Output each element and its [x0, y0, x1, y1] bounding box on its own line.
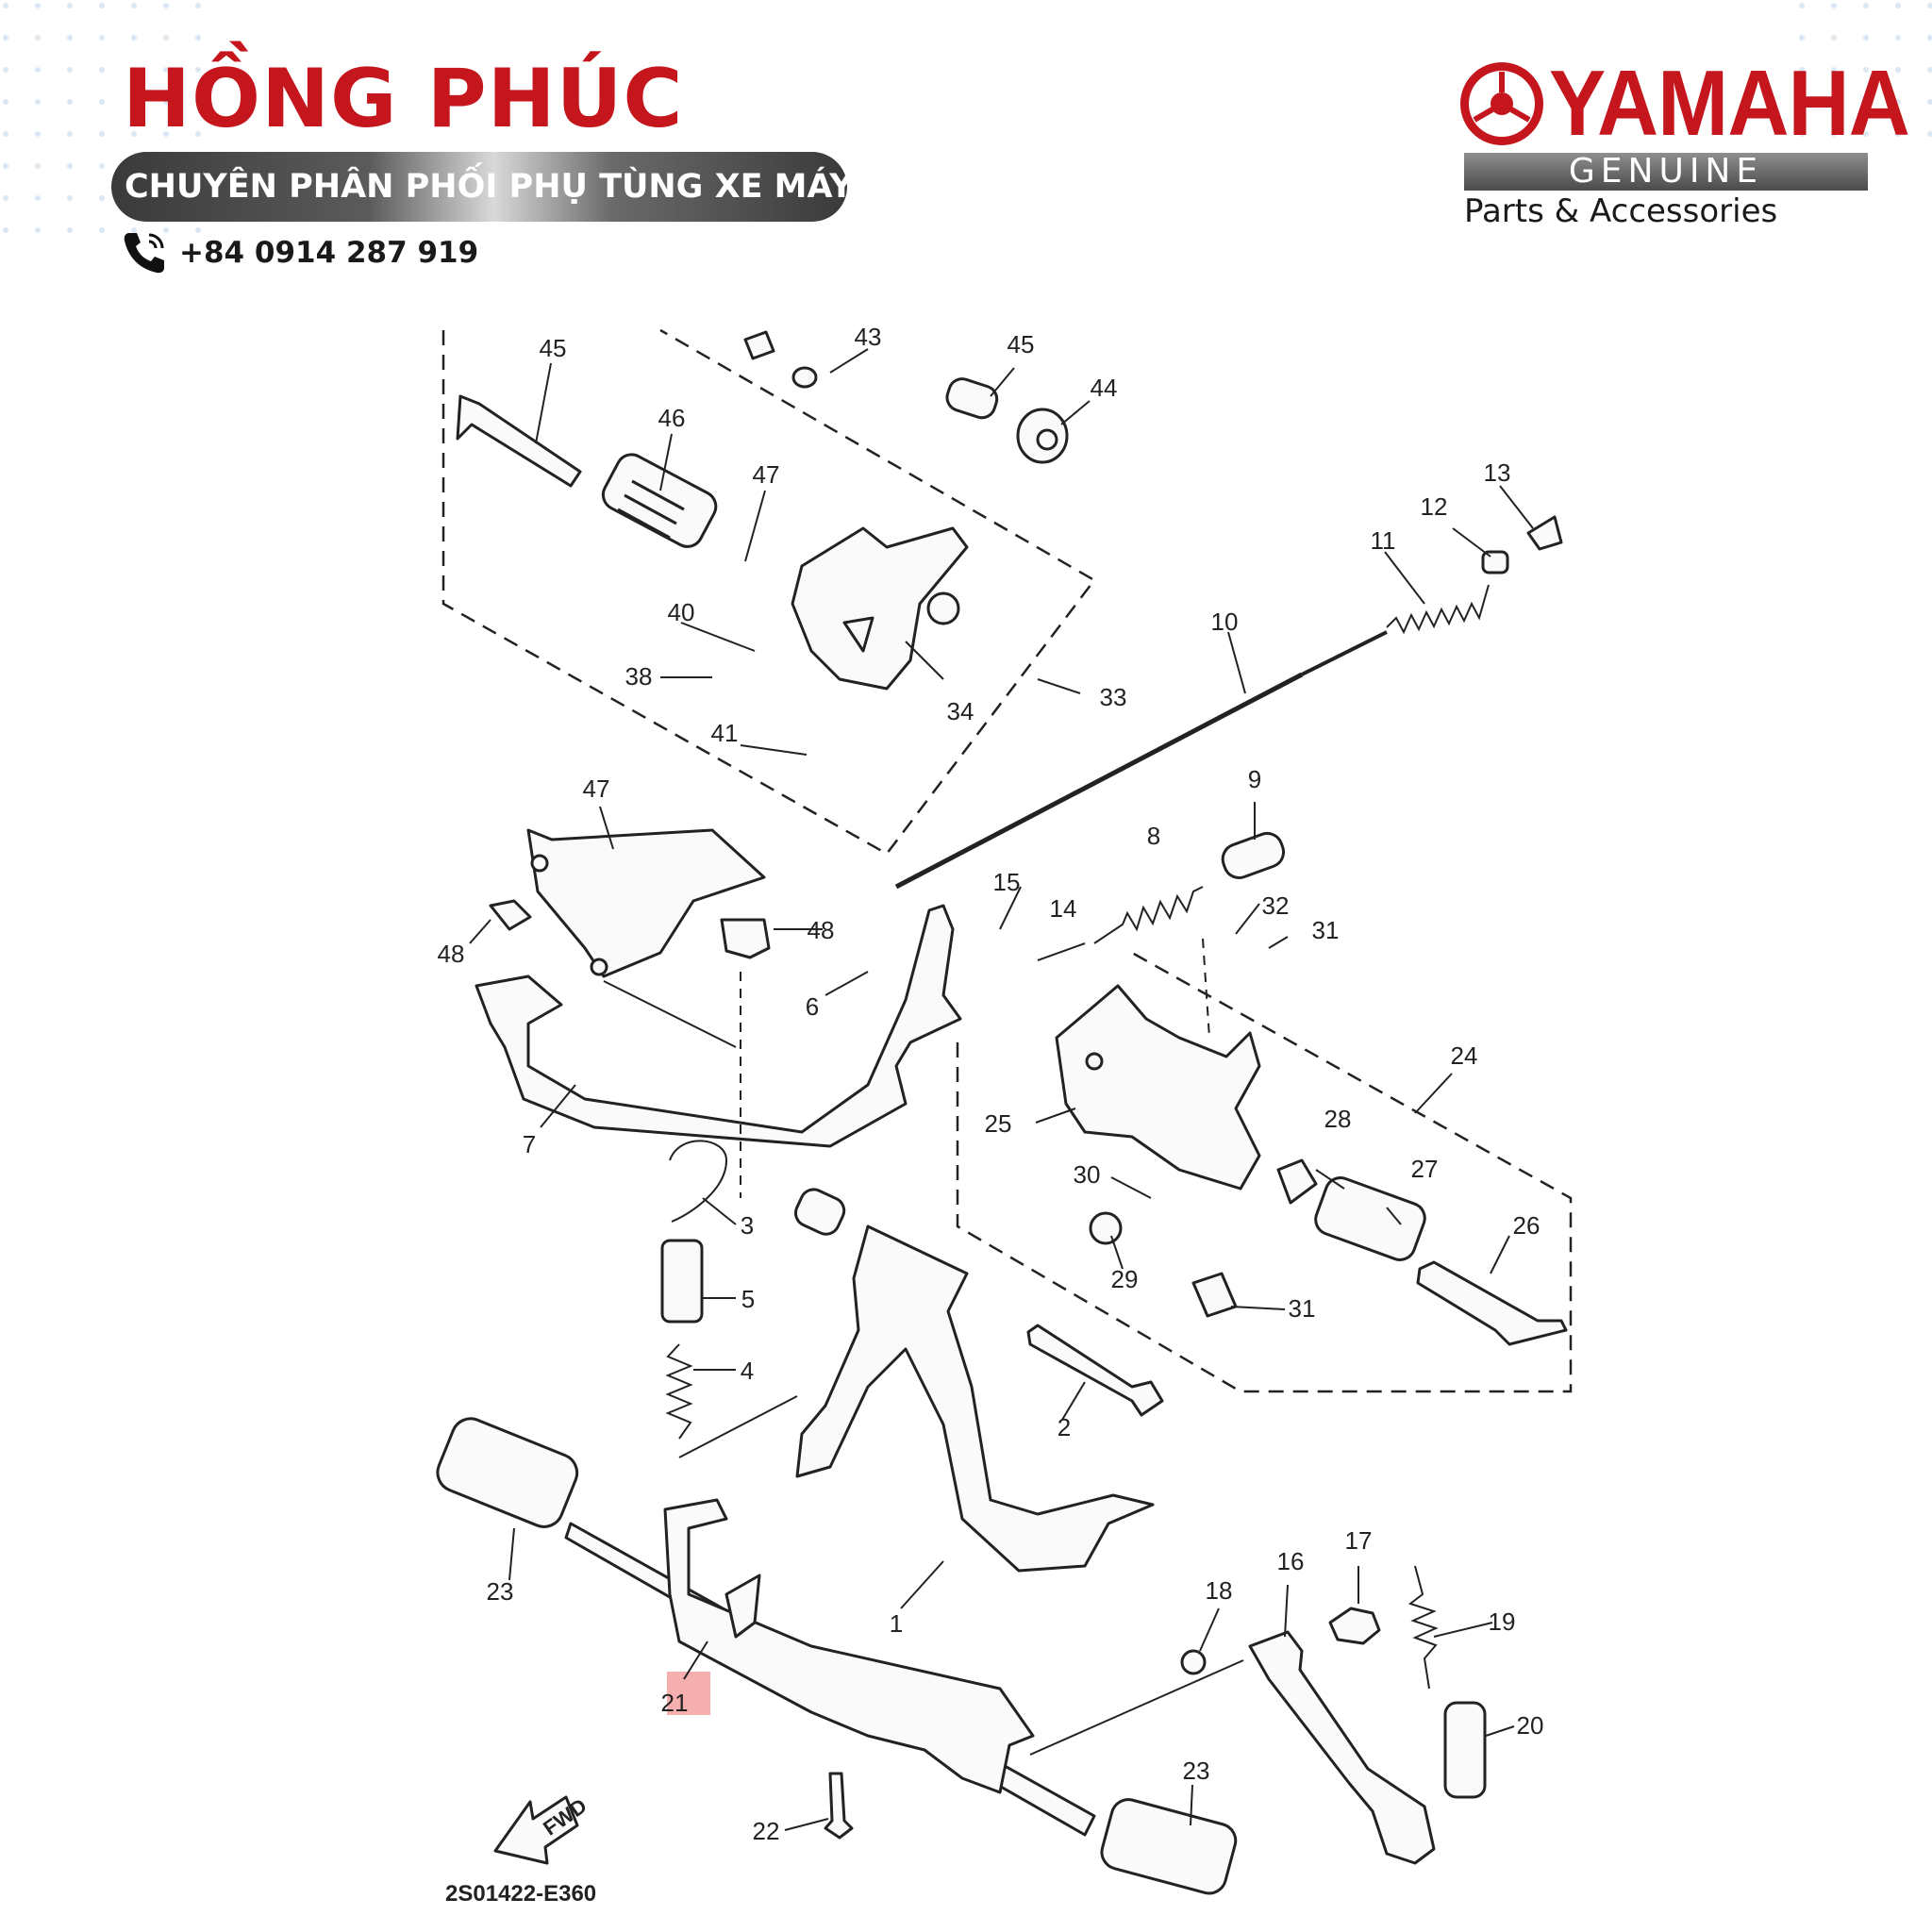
callout-22: 22	[753, 1817, 780, 1845]
callout-4: 4	[741, 1357, 754, 1385]
pin-13	[1526, 515, 1563, 551]
bolt-22	[824, 1772, 854, 1840]
footpeg-27	[1314, 1176, 1426, 1261]
diagram-code: 2S01422-E360	[445, 1881, 597, 1907]
sleeve-9	[1221, 831, 1286, 879]
callout-16: 16	[1277, 1547, 1305, 1575]
callout-46: 47	[583, 774, 610, 803]
side-stand-16	[1248, 1630, 1436, 1865]
callout-37: 46	[658, 404, 686, 432]
callout-39: 38	[625, 662, 653, 691]
callout-23-left: 23	[487, 1577, 514, 1606]
tagline-banner: CHUYÊN PHÂN PHỐI PHỤ TÙNG XE MÁY	[111, 152, 854, 222]
bolt-47	[489, 899, 532, 931]
callout-28: 28	[1324, 1105, 1352, 1133]
callout-13: 13	[1484, 458, 1511, 487]
nut-18	[1180, 1649, 1207, 1675]
callout-10: 10	[1211, 608, 1239, 636]
highlight-21	[667, 1672, 710, 1715]
callout-47: 48	[438, 940, 465, 968]
callout-19: 19	[1489, 1607, 1516, 1636]
footrest-bracket-35	[791, 526, 969, 691]
callout-33: 32	[1262, 891, 1290, 920]
callout-21: 21	[661, 1689, 689, 1717]
collar-45	[945, 377, 999, 420]
phone-contact[interactable]: +84 0914 287 919	[121, 228, 478, 277]
pin-36	[456, 394, 582, 488]
callout-29: 29	[1111, 1265, 1139, 1293]
spring-19	[1407, 1565, 1439, 1690]
callout-5: 5	[741, 1285, 755, 1313]
callout-14: 14	[1050, 894, 1077, 923]
callout-43: 43	[855, 323, 882, 351]
footpeg-23-left	[436, 1417, 579, 1528]
callout-26: 26	[1513, 1211, 1541, 1240]
genuine-bar: GENUINE	[1464, 153, 1868, 191]
callout-38: 47	[753, 460, 780, 489]
callout-45: 45	[1008, 330, 1035, 358]
callout-34: 33	[1100, 683, 1127, 711]
callout-35: 34	[947, 697, 974, 725]
footpeg-37	[601, 453, 718, 548]
callout-32: 31	[1312, 916, 1340, 944]
pin-26	[1416, 1260, 1568, 1346]
fwd-arrow	[493, 1795, 579, 1865]
callout-1: 1	[890, 1609, 903, 1638]
callout-8: 8	[1147, 822, 1160, 850]
callout-17: 17	[1345, 1526, 1373, 1555]
damper-48	[720, 918, 771, 959]
callout-2: 2	[1058, 1413, 1071, 1441]
callout-23-right: 23	[1183, 1757, 1210, 1785]
callout-11: 11	[1371, 526, 1396, 555]
callout-30: 30	[1074, 1160, 1101, 1189]
spring-8	[1093, 886, 1204, 944]
group-24-outline	[956, 951, 1573, 1393]
callout-36: 45	[540, 334, 567, 362]
parts-accessories-text: Parts & Accessories	[1464, 192, 1778, 230]
spring-4	[665, 1343, 693, 1440]
callout-40: 40	[668, 598, 695, 626]
callout-31: 31	[1289, 1294, 1316, 1323]
center-stand-1	[795, 1224, 1155, 1573]
bolt-2	[1026, 1324, 1164, 1417]
bracket-46	[526, 828, 766, 978]
callout-7: 7	[523, 1130, 536, 1158]
footpeg-23-right	[1100, 1798, 1238, 1895]
pin-29	[1089, 1211, 1123, 1245]
callout-3: 3	[741, 1211, 754, 1240]
yamaha-wordmark: YAMAHA	[1549, 51, 1910, 155]
callout-24: 24	[1451, 1041, 1478, 1070]
yamaha-tuning-fork-emblem	[1460, 62, 1543, 145]
yamaha-logo: YAMAHA GENUINE Parts & Accessories	[1453, 55, 1910, 234]
callout-9: 9	[1248, 765, 1261, 793]
callout-12: 12	[1421, 492, 1448, 521]
sleeve-20	[1443, 1701, 1487, 1799]
callout-44: 44	[1091, 374, 1118, 402]
spring-11	[1386, 584, 1490, 635]
collar-5	[660, 1239, 704, 1324]
footrest-bracket-25	[1055, 984, 1261, 1191]
callout-25: 25	[985, 1109, 1012, 1138]
callout-20: 20	[1517, 1711, 1544, 1740]
brand-title: HỒNG PHÚC	[123, 52, 684, 146]
brake-rod-10	[894, 672, 1304, 890]
callout-41: 41	[711, 719, 739, 747]
spring-3	[669, 1140, 728, 1223]
callout-27: 27	[1411, 1155, 1439, 1183]
callout-6: 6	[806, 992, 819, 1021]
bolt-17	[1328, 1607, 1381, 1645]
plate-28	[1276, 1158, 1318, 1205]
nut-12	[1481, 550, 1509, 575]
phone-number: +84 0914 287 919	[179, 236, 479, 270]
callout-48: 48	[808, 916, 835, 944]
brake-pedal-7	[475, 904, 962, 1148]
phone-icon	[124, 233, 164, 274]
plate-31	[1191, 1272, 1238, 1318]
callout-15: 15	[993, 868, 1021, 896]
group-34-outline	[441, 328, 1096, 856]
callout-18: 18	[1206, 1576, 1233, 1605]
bolt-43	[743, 330, 775, 360]
collar-pivot	[793, 1188, 846, 1236]
